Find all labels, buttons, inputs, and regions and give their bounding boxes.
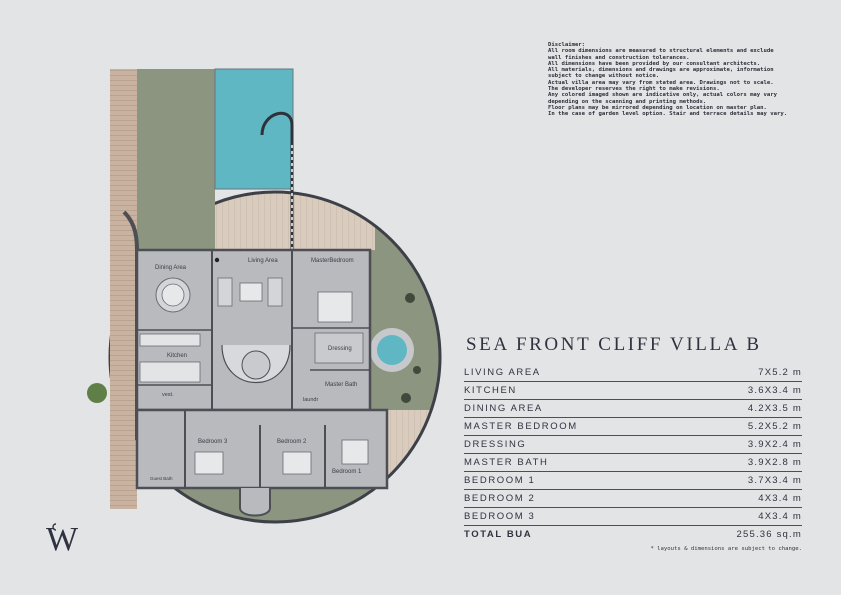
label-dining: Dining Area xyxy=(155,265,187,271)
jacuzzi xyxy=(377,335,407,365)
area-name: LIVING AREA xyxy=(464,367,541,378)
disclaimer-line: Any colored imaged shown are indicative … xyxy=(548,92,778,99)
area-name: MASTER BEDROOM xyxy=(464,421,578,432)
area-value: 4X3.4 m xyxy=(758,511,802,522)
area-row: MASTER BATH 3.9X2.8 m xyxy=(464,454,802,472)
area-row: BEDROOM 2 4X3.4 m xyxy=(464,490,802,508)
area-value: 3.9X2.4 m xyxy=(747,439,802,450)
footnote: * layouts & dimensions are subject to ch… xyxy=(650,546,802,552)
area-name: DRESSING xyxy=(464,439,527,450)
label-bedroom2: Bedroom 2 xyxy=(277,439,307,445)
top-pool xyxy=(215,69,293,189)
label-kitchen: Kitchen xyxy=(167,353,187,359)
area-row: DINING AREA 4.2X3.5 m xyxy=(464,400,802,418)
area-value: 4X3.4 m xyxy=(758,493,802,504)
area-value: 7X5.2 m xyxy=(758,367,802,378)
disclaimer-line: subject to change without notice. xyxy=(548,73,660,80)
area-row: DRESSING 3.9X2.4 m xyxy=(464,436,802,454)
label-bedroom1: Bedroom 1 xyxy=(332,469,362,475)
disclaimer-line: All materials, dimensions and drawings a… xyxy=(548,67,774,74)
disclaimer-line: All room dimensions are measured to stru… xyxy=(548,48,774,55)
area-name: KITCHEN xyxy=(464,385,517,396)
label-laundry: laundr xyxy=(303,397,318,403)
area-name: BEDROOM 3 xyxy=(464,511,536,522)
villa-title: SEA FRONT CLIFF VILLA B xyxy=(466,334,762,355)
top-deck xyxy=(215,192,375,250)
label-guest-bath: Guest Bath xyxy=(150,476,173,481)
disclaimer-line: depending on the scanning and printing m… xyxy=(548,98,707,105)
area-table: LIVING AREA 7X5.2 m KITCHEN 3.6X3.4 m DINI… xyxy=(464,364,802,543)
label-master-bath: Master Bath xyxy=(325,382,357,388)
logo-letter: W xyxy=(46,521,79,558)
label-master-bedroom: MasterBedroom xyxy=(311,258,354,264)
total-name: TOTAL BUA xyxy=(464,529,533,540)
disclaimer-line: Actual villa area may vary from stated a… xyxy=(548,79,774,86)
area-row: BEDROOM 3 4X3.4 m xyxy=(464,508,802,526)
area-name: MASTER BATH xyxy=(464,457,549,468)
label-vest: vest. xyxy=(162,392,174,398)
area-value: 4.2X3.5 m xyxy=(747,403,802,414)
area-value: 3.9X2.8 m xyxy=(747,457,802,468)
area-name: BEDROOM 1 xyxy=(464,475,536,486)
total-row: TOTAL BUA 255.36 sq.m xyxy=(464,526,802,543)
disclaimer: Disclaimer: All room dimensions are meas… xyxy=(548,42,808,118)
disclaimer-line: Floor plans may be mirrored depending on… xyxy=(548,104,767,111)
disclaimer-line: All dimensions have been provided by our… xyxy=(548,60,761,67)
disclaimer-line: wall finishes and construction tolerance… xyxy=(548,54,690,61)
area-row: MASTER BEDROOM 5.2X5.2 m xyxy=(464,418,802,436)
area-value: 3.7X3.4 m xyxy=(747,475,802,486)
area-value: 5.2X5.2 m xyxy=(747,421,802,432)
area-row: LIVING AREA 7X5.2 m xyxy=(464,364,802,382)
area-row: BEDROOM 1 3.7X3.4 m xyxy=(464,472,802,490)
area-name: DINING AREA xyxy=(464,403,543,414)
tree-icon xyxy=(87,383,107,403)
area-row: KITCHEN 3.6X3.4 m xyxy=(464,382,802,400)
side-pool xyxy=(110,270,112,460)
area-name: BEDROOM 2 xyxy=(464,493,536,504)
walkway xyxy=(110,69,137,509)
disclaimer-line: In the case of garden level option. Stai… xyxy=(548,111,788,118)
lawn-strip xyxy=(137,69,215,251)
disclaimer-title: Disclaimer: xyxy=(548,42,586,48)
disclaimer-line: The developer reserves the right to make… xyxy=(548,86,720,93)
label-living: Living Area xyxy=(248,258,278,264)
area-value: 3.6X3.4 m xyxy=(747,385,802,396)
label-dressing: Dressing xyxy=(328,346,352,352)
brand-logo-icon: W xyxy=(46,521,79,558)
label-bedroom3: Bedroom 3 xyxy=(198,439,228,445)
total-value: 255.36 sq.m xyxy=(736,529,802,540)
